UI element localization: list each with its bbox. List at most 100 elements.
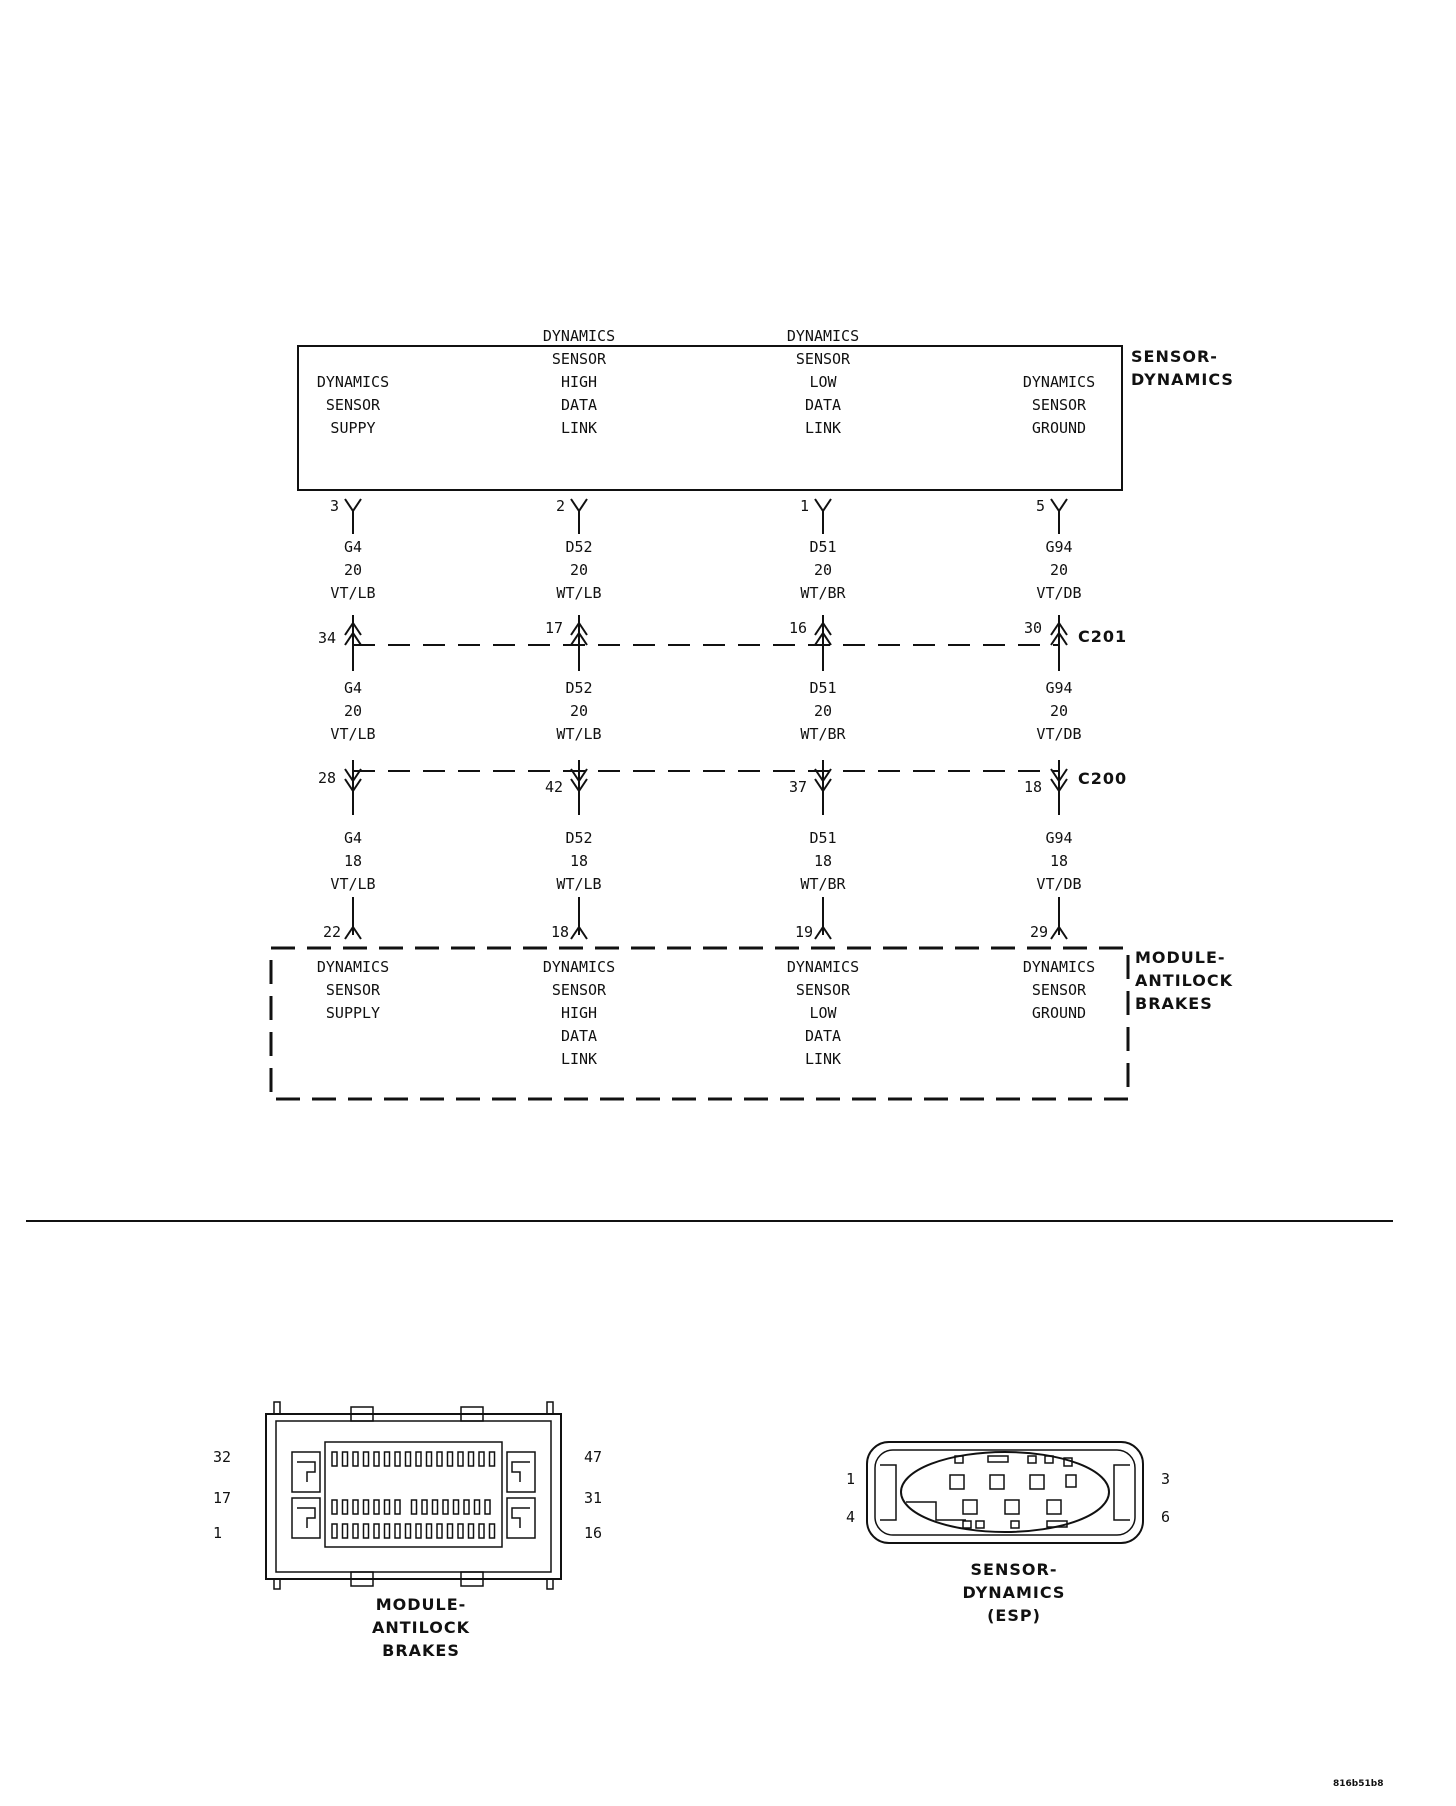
abs-cavity [404, 1451, 412, 1467]
svg-text:VT/DB: VT/DB [1036, 584, 1081, 602]
abs-cavity [362, 1451, 370, 1467]
svg-text:D51: D51 [809, 829, 836, 847]
svg-text:SENSOR: SENSOR [326, 981, 381, 999]
abs-connector-view: 32 17 1 47 31 16 MODULE- ANTILOCK BRAKES [213, 1401, 602, 1660]
svg-text:SENSOR: SENSOR [1032, 396, 1087, 414]
abs-cavity [446, 1451, 454, 1467]
c201-pin-34: 34 [318, 629, 336, 647]
abs-cavity [341, 1499, 349, 1515]
sensor-circuit-ground: DYNAMICS SENSOR GROUND [1023, 373, 1095, 437]
abs-cavity [383, 1499, 391, 1515]
abs-view-label-2: ANTILOCK [372, 1618, 470, 1637]
connector-c201: 34 17 16 30 C201 [318, 619, 1127, 647]
abs-pin-1: 1 [213, 1524, 222, 1542]
module-title-3: BRAKES [1135, 994, 1213, 1013]
svg-text:LINK: LINK [805, 419, 841, 437]
svg-text:WT/LB: WT/LB [556, 725, 601, 743]
svg-text:20: 20 [1050, 702, 1068, 720]
abs-cavity [467, 1451, 475, 1467]
svg-text:SENSOR: SENSOR [552, 350, 607, 368]
abs-cavity [452, 1499, 460, 1515]
abs-cavity [373, 1499, 380, 1515]
esp-pin-1: 1 [846, 1470, 855, 1488]
module-pin-29: 29 [1030, 923, 1048, 941]
abs-cavity [415, 1523, 422, 1539]
svg-text:DYNAMICS: DYNAMICS [543, 958, 615, 976]
svg-text:VT/LB: VT/LB [330, 584, 375, 602]
svg-text:D52: D52 [565, 679, 592, 697]
c200-pin-37: 37 [789, 778, 807, 796]
svg-text:20: 20 [814, 561, 832, 579]
svg-text:20: 20 [1050, 561, 1068, 579]
esp-pin-6: 6 [1161, 1508, 1170, 1526]
svg-text:SENSOR: SENSOR [1032, 981, 1087, 999]
module-antilock-brakes-box: MODULE- ANTILOCK BRAKES DYNAMICS SENSOR … [269, 946, 1233, 1101]
abs-cavity [394, 1523, 401, 1539]
svg-text:SENSOR: SENSOR [796, 350, 851, 368]
abs-cavity [352, 1451, 359, 1467]
abs-cavity [383, 1523, 391, 1539]
sensor-circuit-supply: DYNAMICS SENSOR SUPPY [317, 373, 389, 437]
abs-cavity [484, 1499, 491, 1515]
svg-text:WT/LB: WT/LB [556, 584, 601, 602]
svg-text:20: 20 [344, 561, 362, 579]
c200-label: C200 [1078, 769, 1127, 788]
c201-label: C201 [1078, 627, 1127, 646]
abs-cavity [436, 1451, 443, 1467]
abs-pin-16: 16 [584, 1524, 602, 1542]
c200-pin-42: 42 [545, 778, 563, 796]
abs-cavity [473, 1499, 481, 1515]
abs-cavity [394, 1499, 401, 1515]
module-pin-18: 18 [551, 923, 569, 941]
svg-text:D52: D52 [565, 829, 592, 847]
svg-text:SUPPLY: SUPPLY [326, 1004, 380, 1022]
c201-pin-17: 17 [545, 619, 563, 637]
abs-pin-32: 32 [213, 1448, 231, 1466]
svg-text:D51: D51 [809, 679, 836, 697]
svg-text:G4: G4 [344, 829, 362, 847]
sensor-pin-3: 3 [330, 497, 339, 515]
module-pin-22: 22 [323, 923, 341, 941]
svg-text:SENSOR: SENSOR [552, 981, 607, 999]
esp-view-label-2: DYNAMICS [963, 1583, 1066, 1602]
abs-pin-47: 47 [584, 1448, 602, 1466]
sensor-title-1: SENSOR- [1131, 347, 1218, 366]
svg-text:SUPPY: SUPPY [330, 419, 375, 437]
abs-cavity [341, 1451, 349, 1467]
abs-cavity [373, 1451, 380, 1467]
abs-cavity [442, 1499, 449, 1515]
sensor-pin-5: 5 [1036, 497, 1045, 515]
svg-text:GROUND: GROUND [1032, 1004, 1086, 1022]
esp-view-label-1: SENSOR- [971, 1560, 1058, 1579]
abs-cavity [383, 1451, 391, 1467]
svg-text:WT/BR: WT/BR [800, 584, 846, 602]
esp-connector-view: 1 4 3 6 SENSOR- DYNAMICS (ESP) [846, 1441, 1170, 1625]
sensor-title-2: DYNAMICS [1131, 370, 1234, 389]
abs-cavity [488, 1451, 496, 1467]
c201-pin-30: 30 [1024, 619, 1042, 637]
c200-pin-28: 28 [318, 769, 336, 787]
sensor-pin-1: 1 [800, 497, 809, 515]
svg-text:WT/BR: WT/BR [800, 725, 846, 743]
sensor-pins: 3 2 1 5 [330, 497, 1068, 530]
svg-text:LOW: LOW [809, 1004, 837, 1022]
svg-text:LINK: LINK [561, 1050, 597, 1068]
svg-text:DYNAMICS: DYNAMICS [543, 327, 615, 345]
svg-text:VT/LB: VT/LB [330, 725, 375, 743]
connector-c200: 28 42 37 18 C200 [318, 768, 1127, 796]
c201-pin-16: 16 [789, 619, 807, 637]
svg-text:18: 18 [570, 852, 588, 870]
module-title-2: ANTILOCK [1135, 971, 1233, 990]
abs-cavity [436, 1523, 443, 1539]
abs-cavity [446, 1523, 454, 1539]
abs-cavity [431, 1499, 439, 1515]
svg-text:D51: D51 [809, 538, 836, 556]
svg-text:WT/LB: WT/LB [556, 875, 601, 893]
wire-labels-middle: G4 20 VT/LB D52 20 WT/LB D51 20 WT/BR G9… [330, 679, 1081, 743]
svg-text:G94: G94 [1045, 679, 1072, 697]
svg-text:HIGH: HIGH [561, 1004, 597, 1022]
wire-labels-upper: G4 20 VT/LB D52 20 WT/LB D51 20 WT/BR G9… [330, 538, 1081, 602]
svg-text:G94: G94 [1045, 829, 1072, 847]
abs-pin-17: 17 [213, 1489, 231, 1507]
abs-cavity [394, 1451, 401, 1467]
